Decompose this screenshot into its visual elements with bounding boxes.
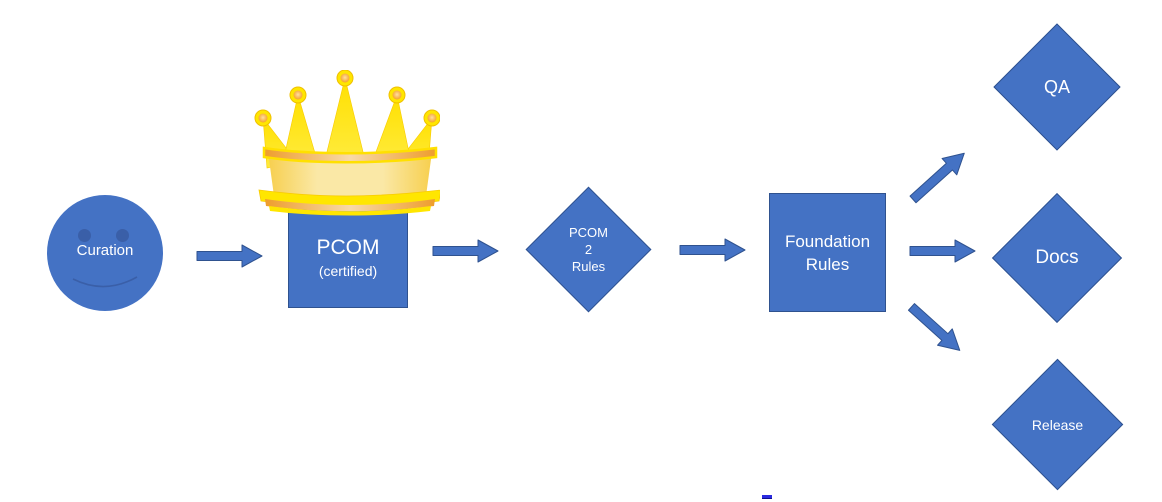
pcom-node[interactable]: PCOM (certified) (288, 206, 408, 308)
label-line: Release (1031, 416, 1084, 433)
foundation-rules-node[interactable]: Foundation Rules (769, 193, 886, 312)
pcom-subtitle: (certified) (318, 263, 378, 279)
smiley-right-eye-icon (116, 229, 129, 242)
arrow-pcom2rules-to-foundation[interactable] (679, 236, 746, 264)
pcom-title: PCOM (316, 236, 380, 259)
release-label: Release (1011, 378, 1104, 471)
qa-label: QA (1012, 42, 1102, 132)
label-line: 2 (584, 242, 593, 257)
arrow-foundation-to-release[interactable] (902, 297, 970, 362)
curation-node[interactable]: Curation (47, 195, 163, 311)
arrow-foundation-to-docs[interactable] (909, 237, 976, 265)
label-line: Docs (1035, 247, 1079, 268)
label-line: Rules (571, 259, 606, 274)
label-line: Foundation (784, 231, 871, 251)
crown-orbs (254, 70, 440, 127)
docs-label: Docs (1011, 212, 1103, 304)
label-line: QA (1043, 76, 1070, 97)
arrow-foundation-to-qa[interactable] (904, 142, 975, 210)
label-line: Rules (805, 254, 850, 274)
arrow-curation-to-pcom[interactable] (196, 242, 263, 270)
smiley-left-eye-icon (78, 229, 91, 242)
smiley-mouth-icon (72, 276, 138, 288)
label-line: PCOM (569, 225, 608, 240)
crown-icon[interactable] (250, 70, 440, 218)
arrow-pcom-to-pcom2rules[interactable] (432, 237, 499, 265)
cursor-artifact (762, 495, 772, 499)
curation-label: Curation (76, 242, 134, 259)
pcom2rules-label: PCOM 2 Rules (544, 205, 633, 294)
